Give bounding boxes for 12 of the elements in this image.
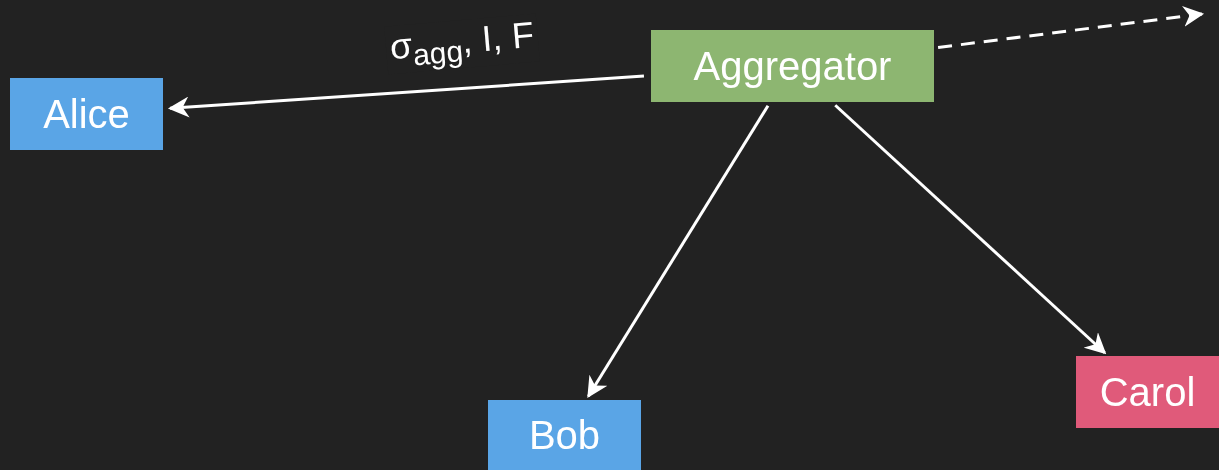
node-box [1076, 356, 1219, 428]
node-box [10, 78, 163, 150]
node-label: Bob [528, 412, 601, 458]
node-box [488, 400, 641, 470]
node-label: Aggregator [693, 43, 892, 89]
arrow [834, 104, 1107, 355]
arrow [167, 74, 645, 118]
node-label: Alice [43, 91, 130, 137]
node-label: Carol [1099, 369, 1196, 415]
node-box [651, 30, 934, 102]
arrow [587, 104, 770, 399]
arrow [937, 5, 1205, 49]
